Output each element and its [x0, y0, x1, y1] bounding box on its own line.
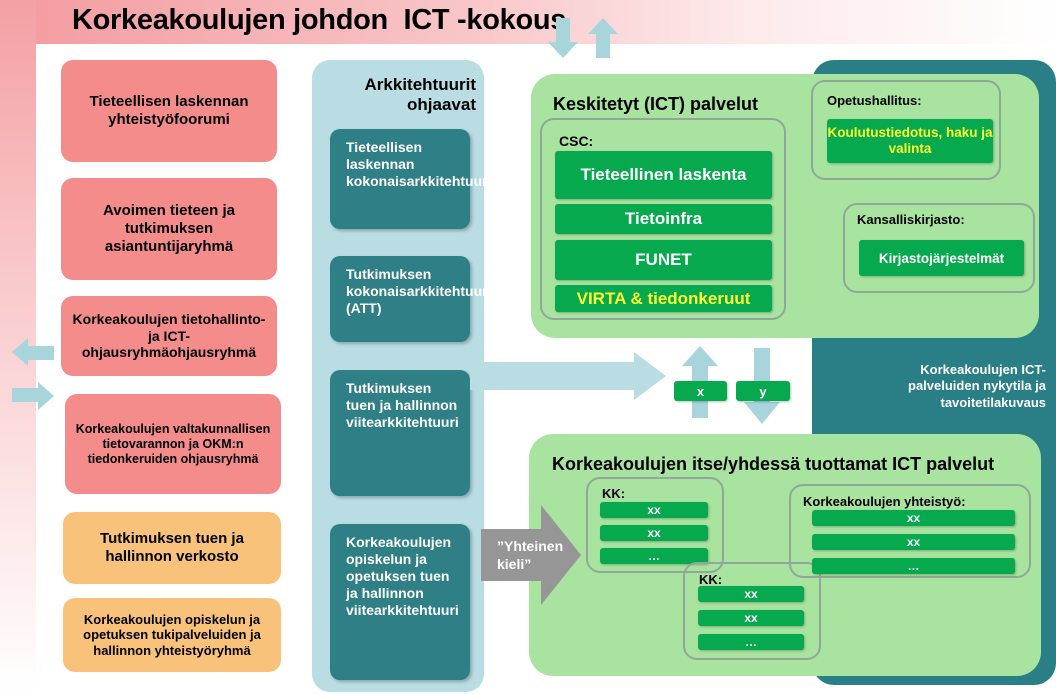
data-steering-box: Korkeakoulujen valtakunnallisen tietovar…	[65, 394, 281, 494]
shared-language-arrow	[481, 505, 581, 605]
architectures-title: Arkkitehtuurit ohjaavat	[364, 75, 476, 115]
kk1-item: xx	[600, 525, 708, 541]
kansalliskirjasto-service: Kirjastojärjestelmät	[859, 240, 1024, 276]
cooperation-label: Korkeakoulujen yhteistyö:	[803, 494, 966, 509]
own-services-title: Korkeakoulujen itse/yhdessä tuottamat IC…	[552, 454, 995, 474]
top-exchange-arrows	[548, 18, 618, 58]
right-arrow-icon	[12, 382, 54, 410]
csc-group	[540, 118, 786, 320]
csc-service-funet: FUNET	[555, 240, 772, 280]
arch-item-research-support: Tutkimuksen tuen ja hallinnon viitearkki…	[330, 370, 470, 496]
opetushallitus-label: Opetushallitus:	[827, 93, 922, 108]
csc-service-virta: VIRTA & tiedonkeruut	[555, 285, 772, 312]
shared-language-label: ”Yhteinen kieli”	[497, 538, 564, 572]
csc-service-computing: Tieteellinen laskenta	[555, 151, 772, 199]
header-band	[0, 0, 1056, 44]
kk2-item: xx	[698, 586, 804, 602]
open-science-box: Avoimen tieteen ja tutkimuksen asiantunt…	[61, 178, 277, 280]
study-support-box: Korkeakoulujen opiskelun ja opetuksen tu…	[63, 598, 281, 672]
opetushallitus-group	[811, 80, 1001, 180]
cooperation-item: …	[812, 558, 1015, 574]
status-note: Korkeakoulujen ICT-palveluiden nykytila …	[908, 362, 1046, 410]
opetushallitus-service: Koulutustiedotus, haku ja valinta	[827, 119, 993, 163]
kk2-item: …	[698, 634, 804, 650]
right-arrow-icon	[481, 505, 581, 605]
arch-to-services-arrow	[470, 352, 666, 400]
kk1-item: xx	[600, 502, 708, 518]
csc-label: CSC:	[559, 133, 594, 149]
forum-box: Tieteellisen laskennan yhteistyöfoorumi	[61, 60, 277, 162]
left-exchange-arrows	[12, 338, 54, 410]
connector-x: x	[674, 381, 727, 401]
down-arrow-icon	[548, 18, 578, 58]
connector-y: y	[736, 381, 790, 401]
right-arrow-icon	[470, 352, 666, 400]
left-arrow-icon	[12, 338, 54, 366]
arch-item-study-support: Korkeakoulujen opiskelun ja opetuksen tu…	[330, 524, 470, 680]
kk1-label: KK:	[602, 486, 626, 501]
up-arrow-icon	[588, 18, 618, 58]
cooperation-group	[789, 484, 1031, 578]
kk1-item: …	[600, 548, 708, 564]
arch-item-research: Tutkimuksen kokonaisarkkitehtuuri (ATT)	[330, 256, 492, 342]
page-title: Korkeakoulujen johdon ICT -kokous	[72, 4, 567, 36]
kk2-item: xx	[698, 610, 804, 626]
kk2-group	[683, 562, 821, 660]
cooperation-item: xx	[812, 510, 1015, 526]
ict-steering-box: Korkeakoulujen tietohallinto- ja ICT-ohj…	[61, 296, 277, 376]
kk1-group	[586, 477, 724, 573]
arch-item-scientific-computing: Tieteellisen laskennan kokonaisarkkiteht…	[330, 129, 492, 229]
kansalliskirjasto-label: Kansalliskirjasto:	[857, 212, 965, 227]
cooperation-item: xx	[812, 534, 1015, 550]
kansalliskirjasto-group	[843, 203, 1035, 293]
kk2-label: KK:	[699, 572, 723, 587]
research-network-box: Tutkimuksen tuen ja hallinnon verkosto	[63, 512, 281, 584]
centralized-services-title: Keskitetyt (ICT) palvelut	[553, 94, 759, 114]
csc-service-tietoinfra: Tietoinfra	[555, 204, 772, 234]
